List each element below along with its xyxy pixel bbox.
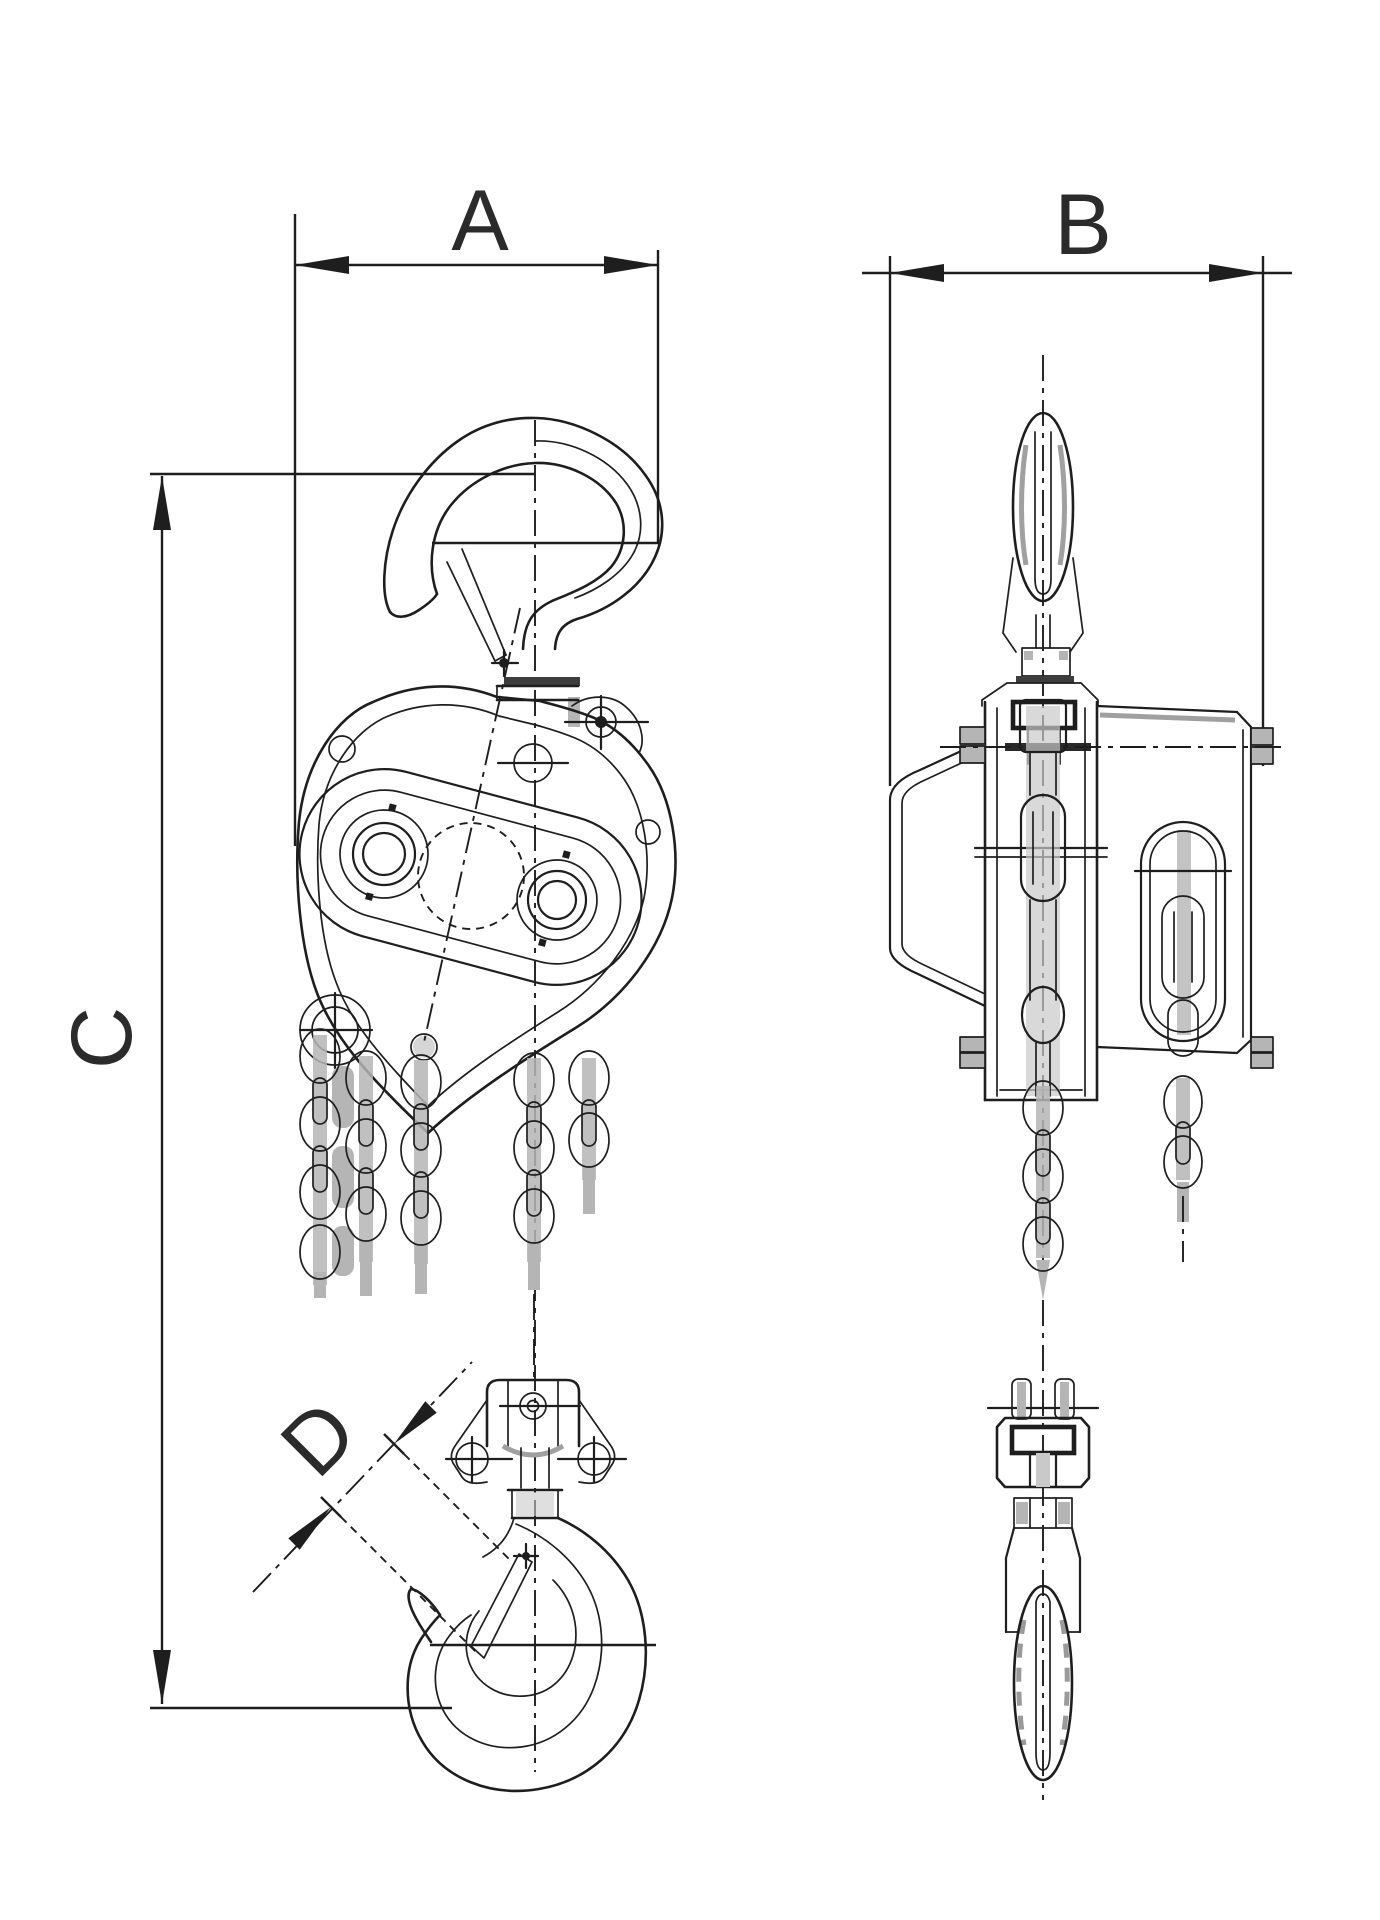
bottom-latch — [470, 1553, 533, 1659]
dimension-d: D — [252, 1361, 511, 1655]
front-bottom-hook — [406, 1378, 648, 1793]
dim-a-label: A — [451, 173, 509, 269]
dim-a-arrow-left — [295, 256, 349, 274]
side-chain-window — [1133, 820, 1233, 1057]
side-yoke-left — [1002, 557, 1017, 653]
swivel-band — [504, 677, 580, 686]
body-outline — [296, 685, 677, 1135]
side-top-hook — [1002, 411, 1084, 683]
dim-c-arrow-bottom — [153, 1650, 171, 1704]
body-boss — [298, 768, 643, 986]
right-bearing — [516, 859, 598, 941]
side-bottom-hook — [986, 1378, 1100, 1782]
dim-c-label: C — [54, 1007, 150, 1069]
side-view — [888, 355, 1285, 1800]
front-view — [296, 416, 677, 1793]
side-hook-shank-right — [1070, 1526, 1082, 1634]
side-load-chain — [1022, 1075, 1203, 1300]
side-hook-shank-left — [1004, 1526, 1016, 1634]
gear-circle — [417, 822, 525, 930]
dimension-c: C — [54, 472, 660, 1710]
top-hook-inner-arc — [535, 440, 642, 599]
bottom-clevis — [485, 1378, 581, 1448]
side-chain-column — [1018, 698, 1068, 1097]
dimension-a: A — [293, 173, 660, 846]
side-hook-ellipse — [1011, 411, 1075, 603]
side-housing — [888, 682, 1285, 1102]
left-bearing — [339, 809, 429, 899]
front-hand-chain — [299, 1028, 387, 1298]
dim-d-label: D — [263, 1383, 375, 1495]
dimension-b: B — [862, 177, 1292, 786]
bottom-hook-throat — [465, 1579, 577, 1697]
dim-b-arrow-left — [890, 264, 944, 282]
body-hole-right — [635, 819, 661, 845]
top-hook-tip — [388, 592, 439, 618]
dim-d-arrow-lower — [288, 1507, 331, 1550]
dim-b-arrow-right — [1209, 264, 1263, 282]
bottom-hook-outline — [406, 1516, 648, 1793]
side-yoke-right — [1069, 557, 1084, 653]
dim-d-line — [252, 1361, 473, 1593]
body-inner-outline — [316, 704, 648, 1107]
front-top-hook — [382, 416, 664, 678]
side-bottom-hook-ellipse — [1012, 1584, 1074, 1782]
side-wheel-cover — [1095, 710, 1253, 1055]
body-hole-left — [328, 735, 356, 763]
side-gear-cover — [888, 738, 987, 1008]
dim-a-arrow-right — [604, 256, 658, 274]
body-diagonal-centerline — [422, 607, 521, 1048]
side-cap — [981, 682, 1099, 707]
dim-c-arrow-top — [153, 476, 171, 530]
side-hook-collar — [1013, 1497, 1073, 1529]
bottom-hook-tip — [407, 1587, 442, 1644]
top-hook-outline — [382, 416, 664, 651]
dim-d-arrow-upper — [394, 1401, 437, 1444]
side-hook-block — [995, 1416, 1091, 1489]
dim-d-extension-lower — [330, 1506, 479, 1655]
dim-b-label: B — [1054, 177, 1111, 273]
side-bolts — [959, 726, 1274, 1069]
front-load-chain — [400, 1050, 610, 1378]
bottom-hook-mid-arc — [434, 1523, 603, 1749]
body-ear — [571, 696, 643, 754]
top-hook-throat — [430, 461, 626, 651]
front-swivel — [495, 677, 650, 783]
